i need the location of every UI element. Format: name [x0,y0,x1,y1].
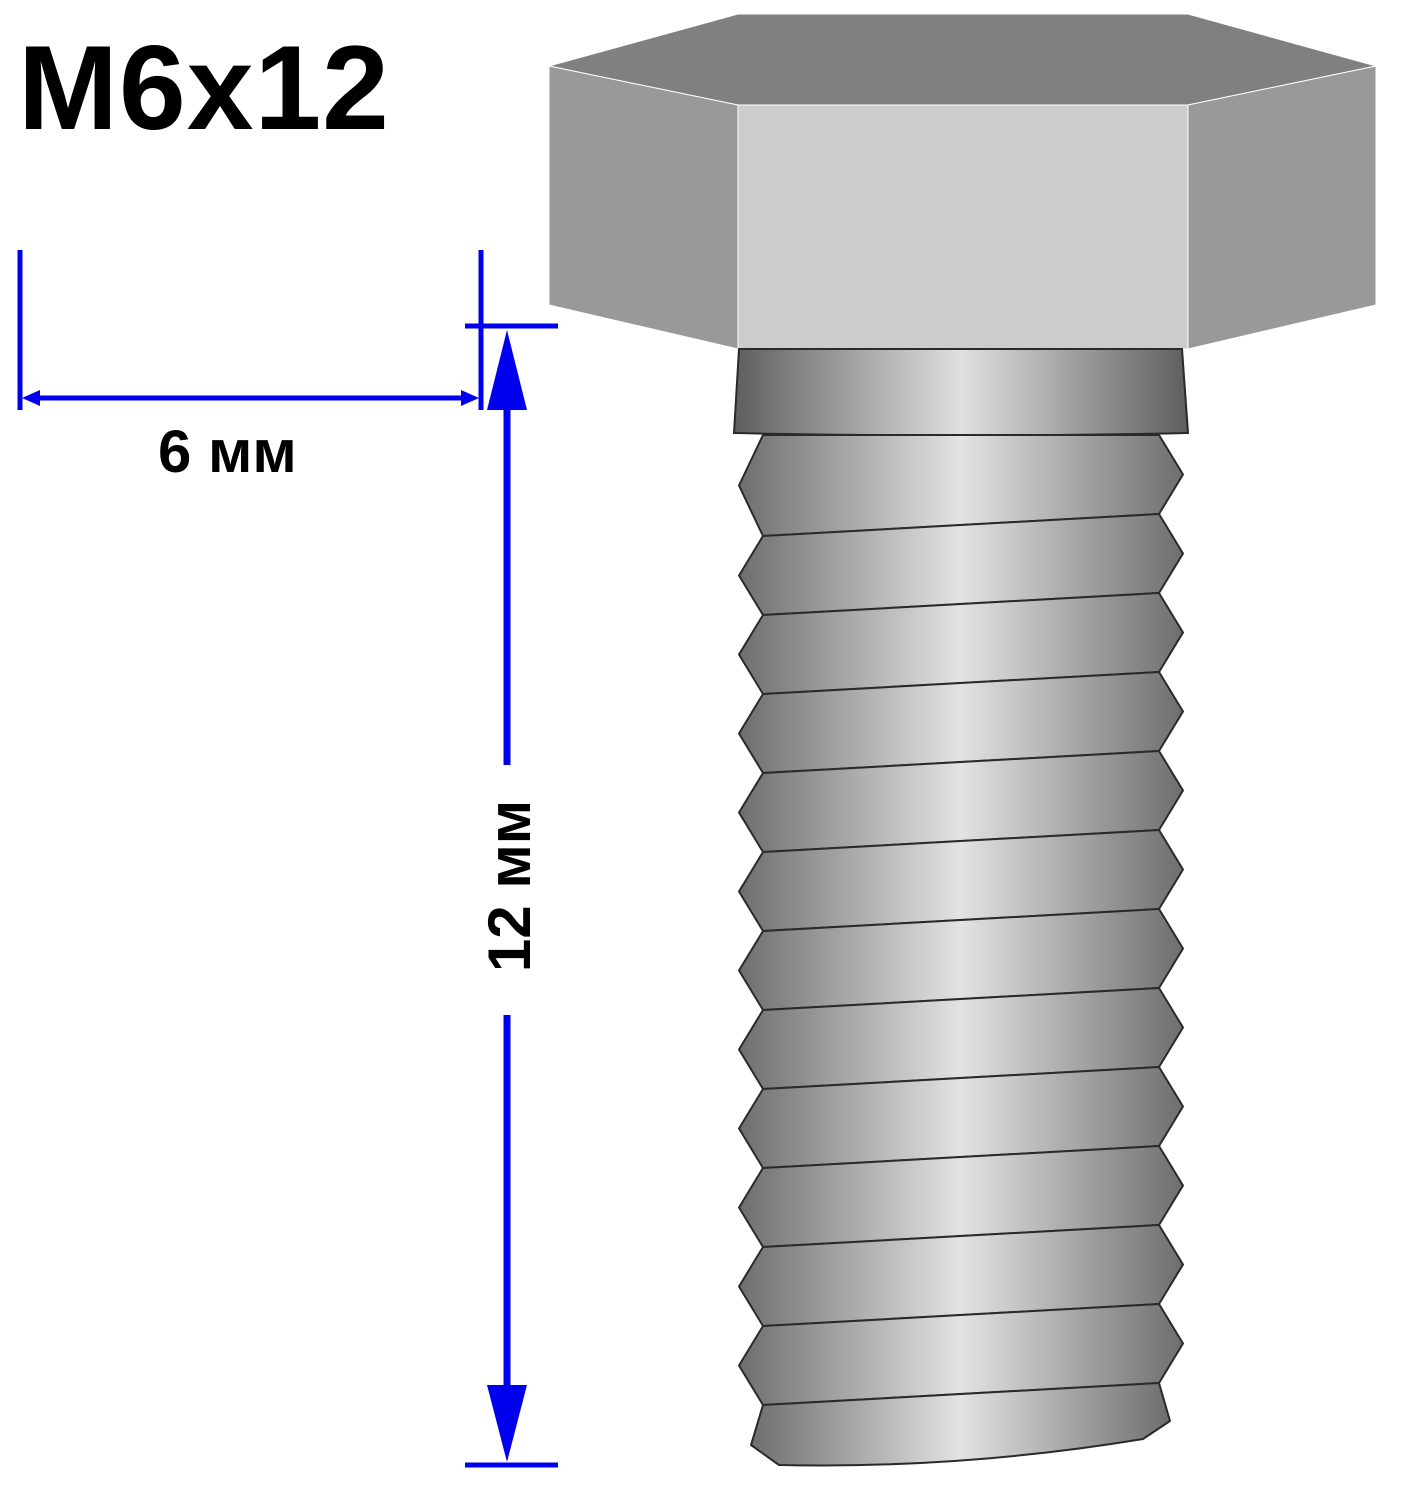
bolt-threaded-shank [738,434,1184,1467]
length-arrowhead-top [487,330,527,410]
bolt-head-left-face [548,65,739,350]
width-arrowhead-left [22,390,40,406]
bolt-head [548,13,1377,350]
bolt-head-front-face [737,104,1189,350]
thread-turn [750,1382,1171,1467]
length-arrowhead-bottom [487,1385,527,1462]
bolt-head-right-face [1187,65,1377,350]
length-dimension-label: 12 мм [476,799,543,973]
bolt-designation-title: M6x12 [18,21,390,155]
bolt-collar [732,348,1190,437]
diameter-dimension-label: 6 мм [158,418,297,485]
width-arrowhead-right [461,390,479,406]
dimension-lines [17,250,558,1468]
